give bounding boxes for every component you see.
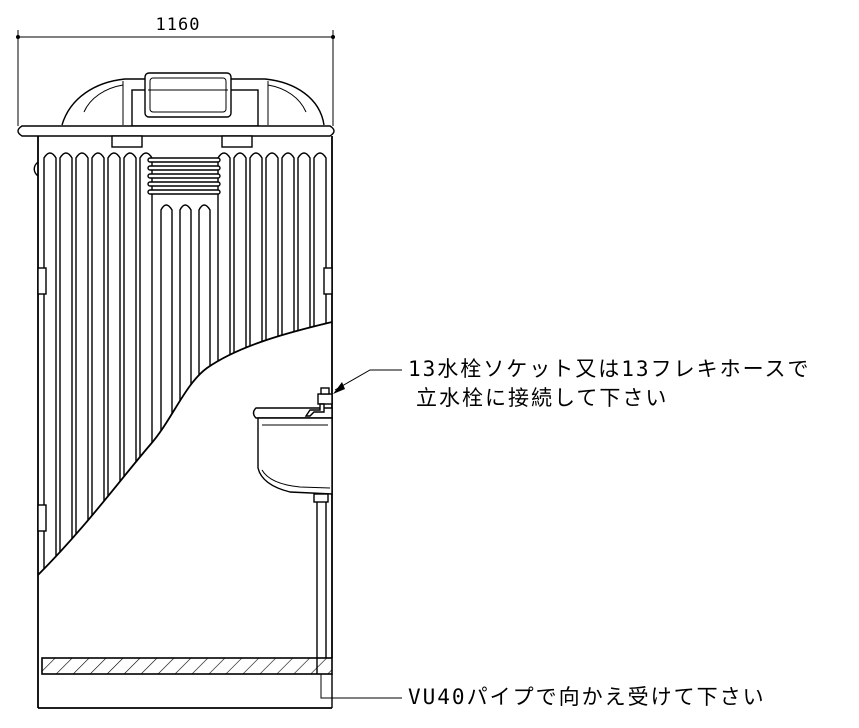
faucet-spout	[304, 403, 325, 417]
wall-ribs	[43, 152, 327, 575]
roof-plate	[17, 125, 335, 137]
faucet-note-line1: 13水栓ソケット又は13フレキホースで	[408, 357, 811, 381]
faucet-leader-line	[334, 369, 402, 391]
roof-bracket-left	[111, 135, 143, 148]
faucet	[304, 387, 333, 417]
vent-cap	[144, 72, 232, 118]
roof-vent-unit	[61, 72, 325, 127]
faucet-note: 13水栓ソケット又は13フレキホースで 立水栓に接続して下さい	[333, 357, 811, 410]
dimension-tick-right	[331, 35, 335, 39]
hinge-right-upper	[323, 267, 333, 295]
drain-note: VU40パイプで向かえ受けて下さい	[320, 674, 766, 709]
basin-bowl	[257, 417, 333, 495]
basin-bottom-curve	[261, 469, 331, 489]
dimension-label: 1160	[156, 15, 201, 35]
wall-hook	[33, 161, 39, 177]
roof-dome-curve-right	[267, 84, 307, 113]
roof-bracket-right	[221, 135, 253, 148]
faucet-body	[317, 393, 333, 405]
drain-leader-line	[320, 674, 402, 699]
section-cut-line	[37, 321, 333, 576]
faucet-handle	[320, 387, 330, 395]
vent-cap-inner	[149, 77, 227, 113]
faucet-note-line2: 立水栓に接続して下さい	[416, 386, 668, 410]
faucet-leader-arrow	[333, 382, 345, 394]
hinge-left-lower	[37, 504, 47, 532]
wash-basin	[252, 407, 333, 674]
dimension-tick-left	[16, 35, 20, 39]
booth-body	[33, 136, 333, 708]
roof-dome-curve-left	[83, 84, 124, 113]
drain-note-text: VU40パイプで向かえ受けて下さい	[408, 685, 766, 709]
width-dimension: 1160	[16, 15, 335, 126]
roof-dome-seams	[122, 81, 269, 125]
floor-hatch	[41, 657, 333, 675]
wall-louver	[147, 157, 221, 195]
roof-slab	[17, 125, 335, 148]
trap-fitting	[313, 493, 329, 503]
floor-section	[38, 657, 333, 709]
hinge-left-upper	[37, 267, 47, 295]
